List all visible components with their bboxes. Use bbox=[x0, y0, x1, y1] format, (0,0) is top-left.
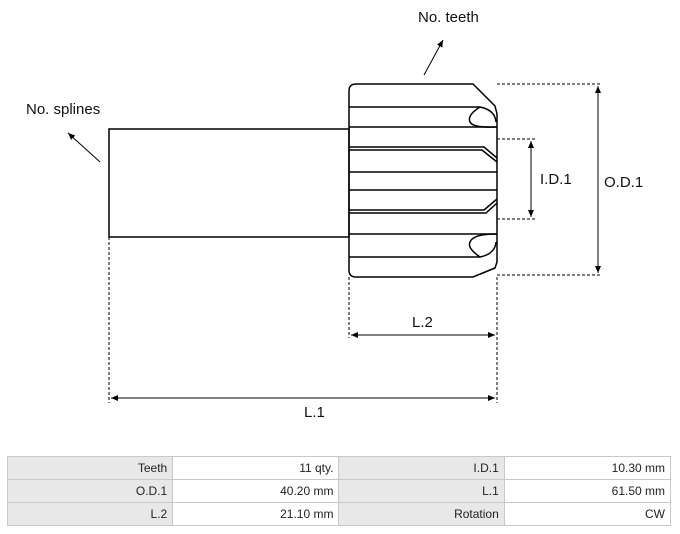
label-l1: L.1 bbox=[304, 404, 325, 421]
teeth-arrow bbox=[423, 39, 444, 76]
gear-drawing bbox=[67, 39, 602, 403]
gear-body bbox=[348, 83, 498, 278]
label-od1: O.D.1 bbox=[604, 174, 644, 191]
splines-arrow bbox=[67, 132, 101, 163]
label-l2: L.2 bbox=[412, 314, 433, 331]
label-teeth: No. teeth bbox=[418, 9, 479, 26]
label-id1: I.D.1 bbox=[540, 171, 572, 188]
label-splines: No. splines bbox=[26, 101, 101, 118]
shaft bbox=[108, 128, 350, 238]
